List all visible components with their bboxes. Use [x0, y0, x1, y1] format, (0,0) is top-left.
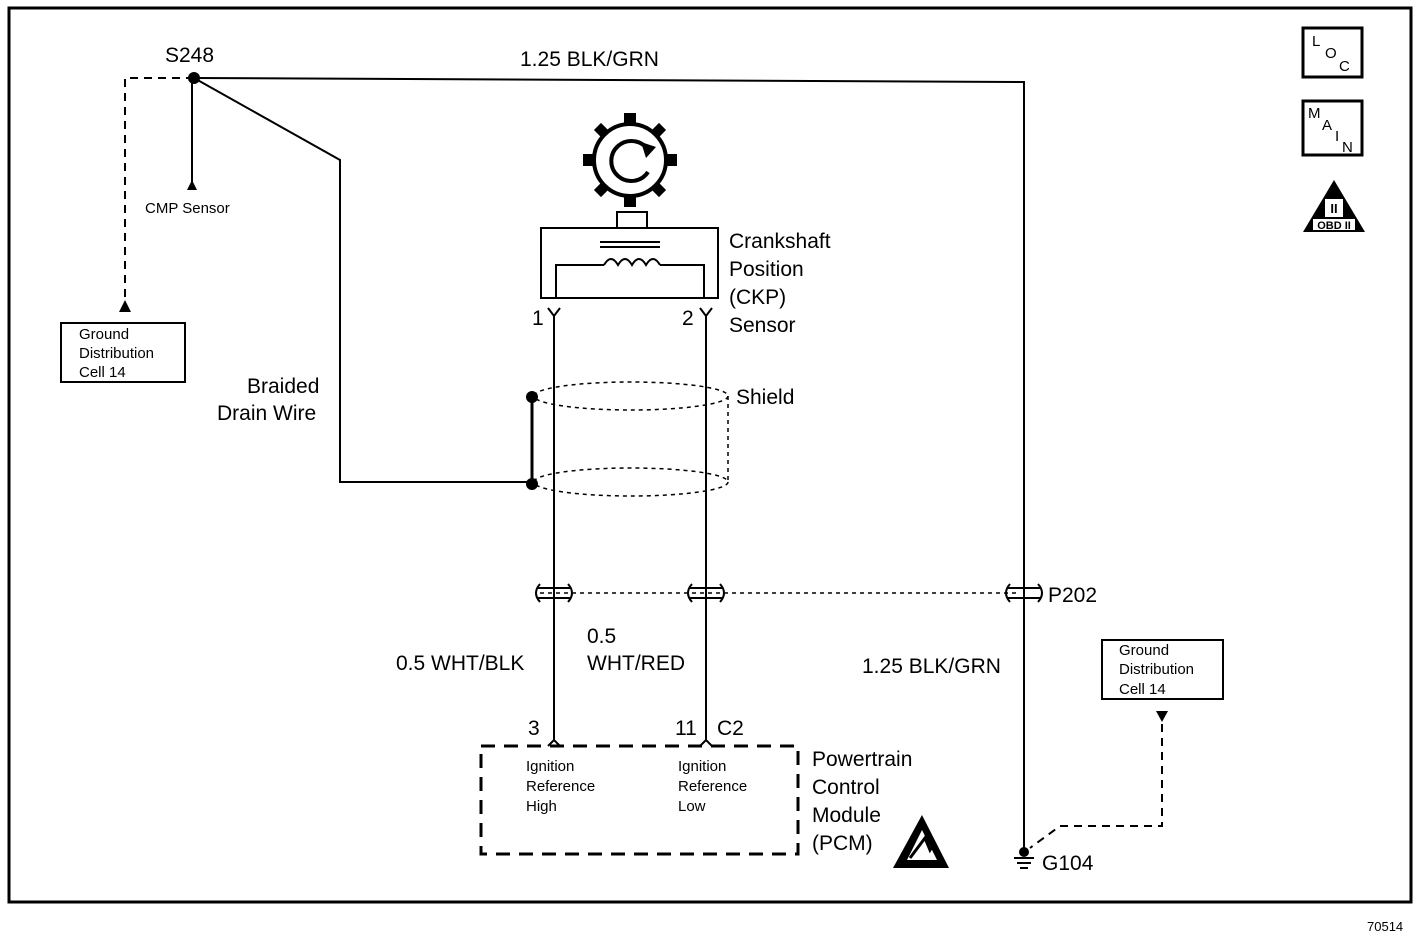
pin-1-label: 1	[532, 307, 544, 330]
pcm-low-2: Reference	[678, 778, 747, 795]
ckp-coil-icon	[555, 241, 705, 298]
arrow-ground-left	[119, 300, 131, 312]
wire-dashed-ground-left	[124, 77, 194, 305]
c2-label: C2	[717, 717, 744, 740]
loc-icon: L O C	[1301, 26, 1364, 79]
p202-label: P202	[1048, 584, 1097, 607]
ckp-label-4: Sensor	[729, 314, 796, 337]
main-letter-i: I	[1335, 128, 1339, 145]
arrow-ground-right	[1156, 711, 1168, 722]
ground-right-line2: Distribution	[1119, 661, 1194, 678]
pcm-label-3: Module	[812, 804, 881, 827]
wht-blk-label: 0.5 WHT/BLK	[396, 652, 524, 675]
pcm-label-4: (PCM)	[812, 832, 873, 855]
ground-left-line1: Ground	[79, 326, 129, 343]
esd-warning-icon	[893, 815, 949, 868]
shield	[533, 381, 729, 497]
shield-label: Shield	[736, 386, 794, 409]
drain-dot-top	[526, 391, 538, 403]
wire-blk-grn	[193, 77, 1025, 850]
pin-11-label: 11	[675, 717, 697, 740]
pcm-low-1: Ignition	[678, 758, 726, 775]
pcm-high-3: High	[526, 798, 557, 815]
ckp-sensor-body	[540, 227, 719, 299]
ground-left-line3: Cell 14	[79, 364, 126, 381]
braided-drain-wire	[193, 77, 532, 483]
braided-label-1: Braided	[247, 375, 319, 398]
ckp-sensor-stem	[616, 211, 648, 229]
wht-red-label-1: 0.5	[587, 625, 616, 648]
obd-text: OBD II	[1317, 220, 1351, 232]
ckp-label-3: (CKP)	[729, 286, 786, 309]
pcm-label-1: Powertrain	[812, 748, 912, 771]
ground-box-right	[1101, 639, 1224, 700]
wire-dashed-ground-right	[1029, 724, 1163, 849]
figure-number: 70514	[1367, 919, 1403, 934]
pin-3-label: 3	[528, 717, 540, 740]
connector-p202-symbols	[535, 583, 1043, 603]
obd-numeral: II	[1330, 201, 1337, 216]
g104-dot	[1019, 847, 1029, 857]
drain-dot-bottom	[526, 478, 538, 490]
obd-ii-icon: II OBD II	[1303, 180, 1365, 232]
diagram-border	[7, 6, 1413, 904]
pin-11-connector	[699, 738, 713, 747]
pin-3-connector	[547, 738, 561, 747]
reluctor-wheel-icon	[583, 113, 677, 207]
main-letter-n: N	[1342, 139, 1353, 156]
main-letter-m: M	[1308, 105, 1321, 122]
cmp-sensor-label: CMP Sensor	[145, 200, 230, 217]
ground-right-line3: Cell 14	[1119, 681, 1166, 698]
pin-1-connector	[547, 307, 561, 318]
loc-letter-l: L	[1312, 33, 1320, 50]
braided-label-2: Drain Wire	[217, 402, 316, 425]
ground-box-left	[60, 322, 186, 383]
main-letter-a: A	[1322, 117, 1332, 134]
wire-top-label: 1.25 BLK/GRN	[520, 48, 659, 71]
ground-right-line1: Ground	[1119, 642, 1169, 659]
wht-red-label-2: WHT/RED	[587, 652, 685, 675]
pin-2-label: 2	[682, 307, 694, 330]
pin-2-connector	[699, 307, 713, 318]
main-icon: M A I N	[1301, 99, 1364, 157]
loc-letter-o: O	[1325, 45, 1337, 62]
blk-grn-label: 1.25 BLK/GRN	[862, 655, 1001, 678]
arrow-cmp	[187, 180, 197, 190]
splice-label: S248	[165, 44, 214, 67]
pcm-label-2: Control	[812, 776, 880, 799]
g104-label: G104	[1042, 852, 1094, 875]
ground-left-line2: Distribution	[79, 345, 154, 362]
pcm-box	[479, 744, 800, 856]
ckp-label-2: Position	[729, 258, 804, 281]
pcm-high-1: Ignition	[526, 758, 574, 775]
ground-symbol-icon	[1014, 857, 1034, 869]
loc-letter-c: C	[1339, 58, 1350, 75]
pcm-low-3: Low	[678, 798, 706, 815]
pcm-high-2: Reference	[526, 778, 595, 795]
ckp-label-1: Crankshaft	[729, 230, 831, 253]
